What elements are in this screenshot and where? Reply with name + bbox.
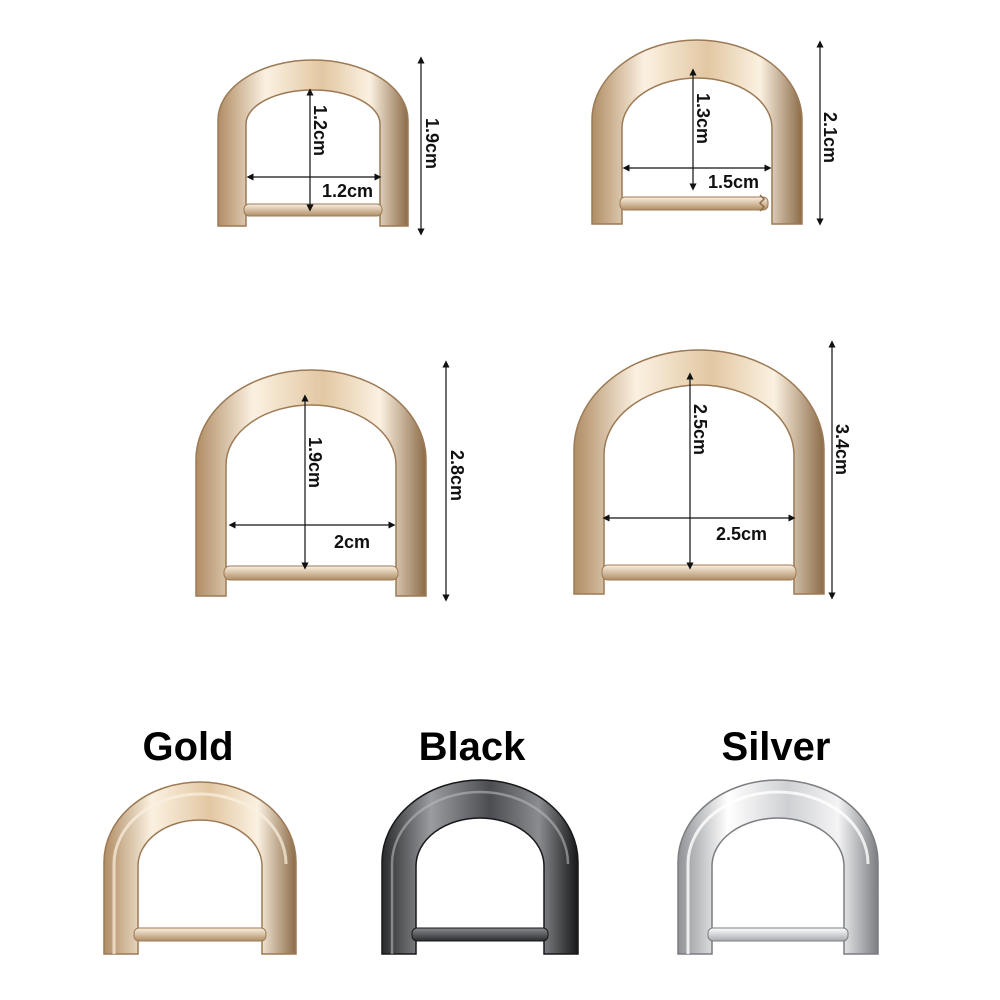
outer-height-label: 2.1cm: [820, 112, 840, 163]
d-ring-size-1: 1.2cm 1.2cm 1.9cm: [217, 56, 442, 236]
inner-width-label: 2cm: [334, 532, 370, 552]
outer-height-label: 1.9cm: [422, 118, 442, 169]
outer-height-label: 2.8cm: [447, 450, 467, 501]
d-ring-size-3: 1.9cm 2cm 2.8cm: [195, 360, 467, 602]
inner-height-label: 1.3cm: [693, 93, 713, 144]
inner-height-label: 1.9cm: [305, 437, 325, 488]
color-label-gold: Gold: [142, 725, 233, 769]
d-ring-size-4: 2.5cm 2.5cm 3.4cm: [573, 340, 852, 600]
d-ring-silver: [677, 779, 879, 955]
d-ring-black: [381, 779, 579, 955]
inner-height-label: 2.5cm: [690, 404, 710, 455]
d-ring-gold: [103, 781, 297, 955]
inner-width-label: 1.2cm: [322, 181, 373, 201]
color-label-silver: Silver: [722, 725, 831, 769]
inner-width-label: 1.5cm: [708, 172, 759, 192]
color-label-black: Black: [419, 725, 526, 769]
inner-height-label: 1.2cm: [310, 105, 330, 156]
inner-width-label: 2.5cm: [716, 524, 767, 544]
outer-height-label: 3.4cm: [832, 424, 852, 475]
d-ring-size-2: 1.3cm 1.5cm 2.1cm: [591, 39, 840, 226]
